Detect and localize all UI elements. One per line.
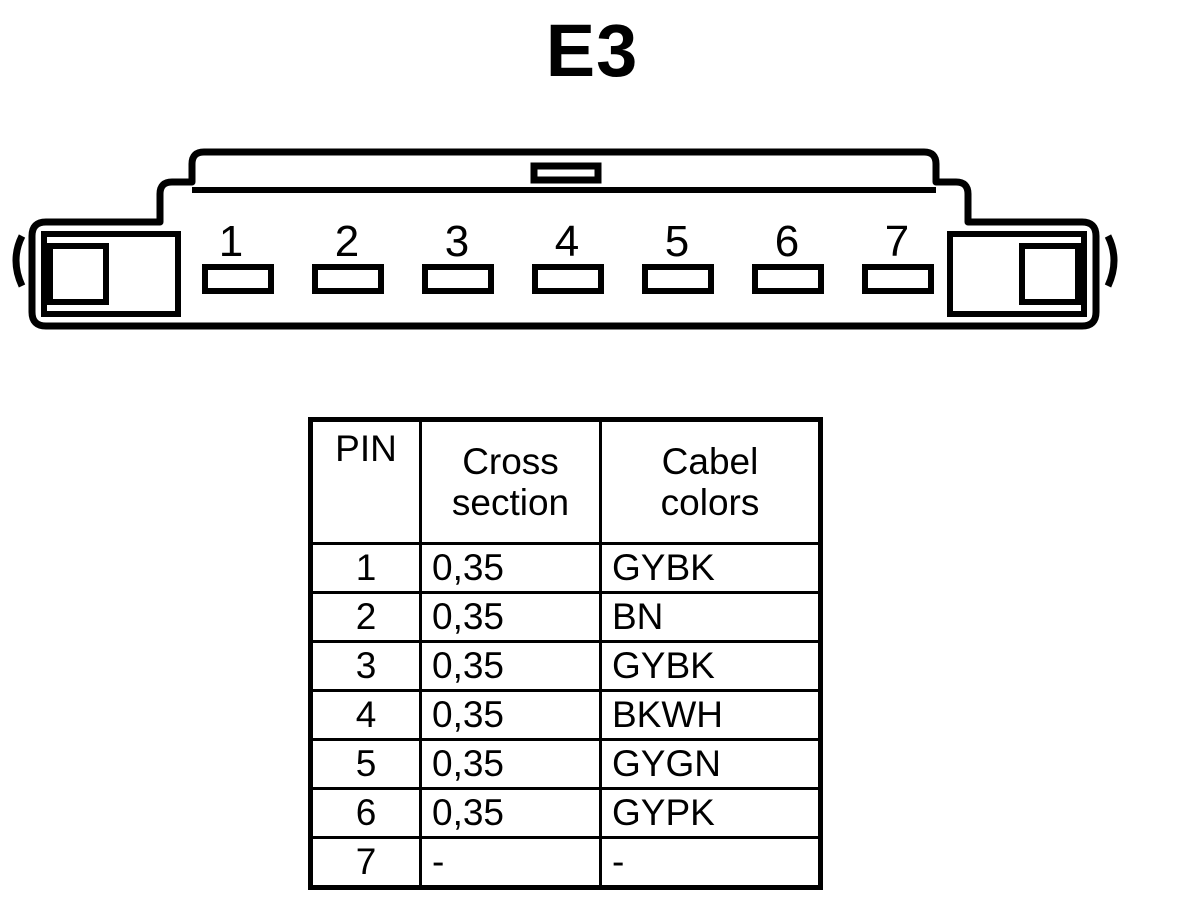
pin-number-1: 1 xyxy=(219,217,243,266)
page-title: E3 xyxy=(545,9,639,92)
cell-pin: 1 xyxy=(309,542,422,594)
pin-number-7: 7 xyxy=(885,217,909,266)
cell-cross-section: 0,35 xyxy=(419,542,602,594)
pin-number-2: 2 xyxy=(335,217,359,266)
cell-cross-section: 0,35 xyxy=(419,591,602,643)
table-header: PIN Cross section Cabel colors xyxy=(309,418,822,545)
connector-diagram: 1 2 3 4 5 6 7 xyxy=(0,140,1184,355)
cell-cross-section: 0,35 xyxy=(419,787,602,839)
pin-number-5: 5 xyxy=(665,217,689,266)
table-header-row: PIN Cross section Cabel colors xyxy=(309,418,822,545)
cell-cross-section: - xyxy=(419,836,602,889)
pin-slot-3 xyxy=(422,264,494,294)
right-side-nub xyxy=(1104,234,1118,288)
latch-notch xyxy=(530,162,602,184)
pin-slot-1 xyxy=(202,264,274,294)
cell-cable-colors: GYBK xyxy=(599,542,822,594)
cell-cross-section: 0,35 xyxy=(419,738,602,790)
cell-cable-colors: GYPK xyxy=(599,787,822,839)
column-header-cross-section-line2: section xyxy=(451,482,570,523)
column-header-pin: PIN xyxy=(309,418,422,545)
pin-number-4: 4 xyxy=(555,217,579,266)
cell-pin: 7 xyxy=(309,836,422,889)
pin-slot-4 xyxy=(532,264,604,294)
left-locking-tab xyxy=(47,243,109,305)
cell-pin: 2 xyxy=(309,591,422,643)
cell-pin: 5 xyxy=(309,738,422,790)
cell-cable-colors: BKWH xyxy=(599,689,822,741)
pin-slot-2 xyxy=(312,264,384,294)
cell-cable-colors: GYGN xyxy=(599,738,822,790)
column-header-cross-section-line1: Cross xyxy=(462,440,559,482)
column-header-cable-colors-line2: colors xyxy=(660,482,760,523)
cell-cross-section: 0,35 xyxy=(419,640,602,692)
column-header-cable-colors: Cabel colors xyxy=(599,418,822,545)
cell-cross-section: 0,35 xyxy=(419,689,602,741)
pin-number-3: 3 xyxy=(445,217,469,266)
cell-cable-colors: - xyxy=(599,836,822,889)
column-header-cross-section: Cross section xyxy=(419,418,602,545)
left-side-nub xyxy=(12,234,26,288)
pin-slot-6 xyxy=(752,264,824,294)
table-row: 7-- xyxy=(309,836,822,889)
connector-svg: 1 2 3 4 5 6 7 xyxy=(12,148,1118,330)
cell-pin: 4 xyxy=(309,689,422,741)
column-header-cable-colors-line1: Cabel xyxy=(661,440,759,482)
pin-slot-5 xyxy=(642,264,714,294)
connector-outer-shell xyxy=(28,148,1100,330)
cell-pin: 3 xyxy=(309,640,422,692)
cell-cable-colors: BN xyxy=(599,591,822,643)
pin-slot-7 xyxy=(862,264,934,294)
cell-pin: 6 xyxy=(309,787,422,839)
pin-number-6: 6 xyxy=(775,217,799,266)
right-locking-tab xyxy=(1019,243,1081,305)
cell-cable-colors: GYBK xyxy=(599,640,822,692)
